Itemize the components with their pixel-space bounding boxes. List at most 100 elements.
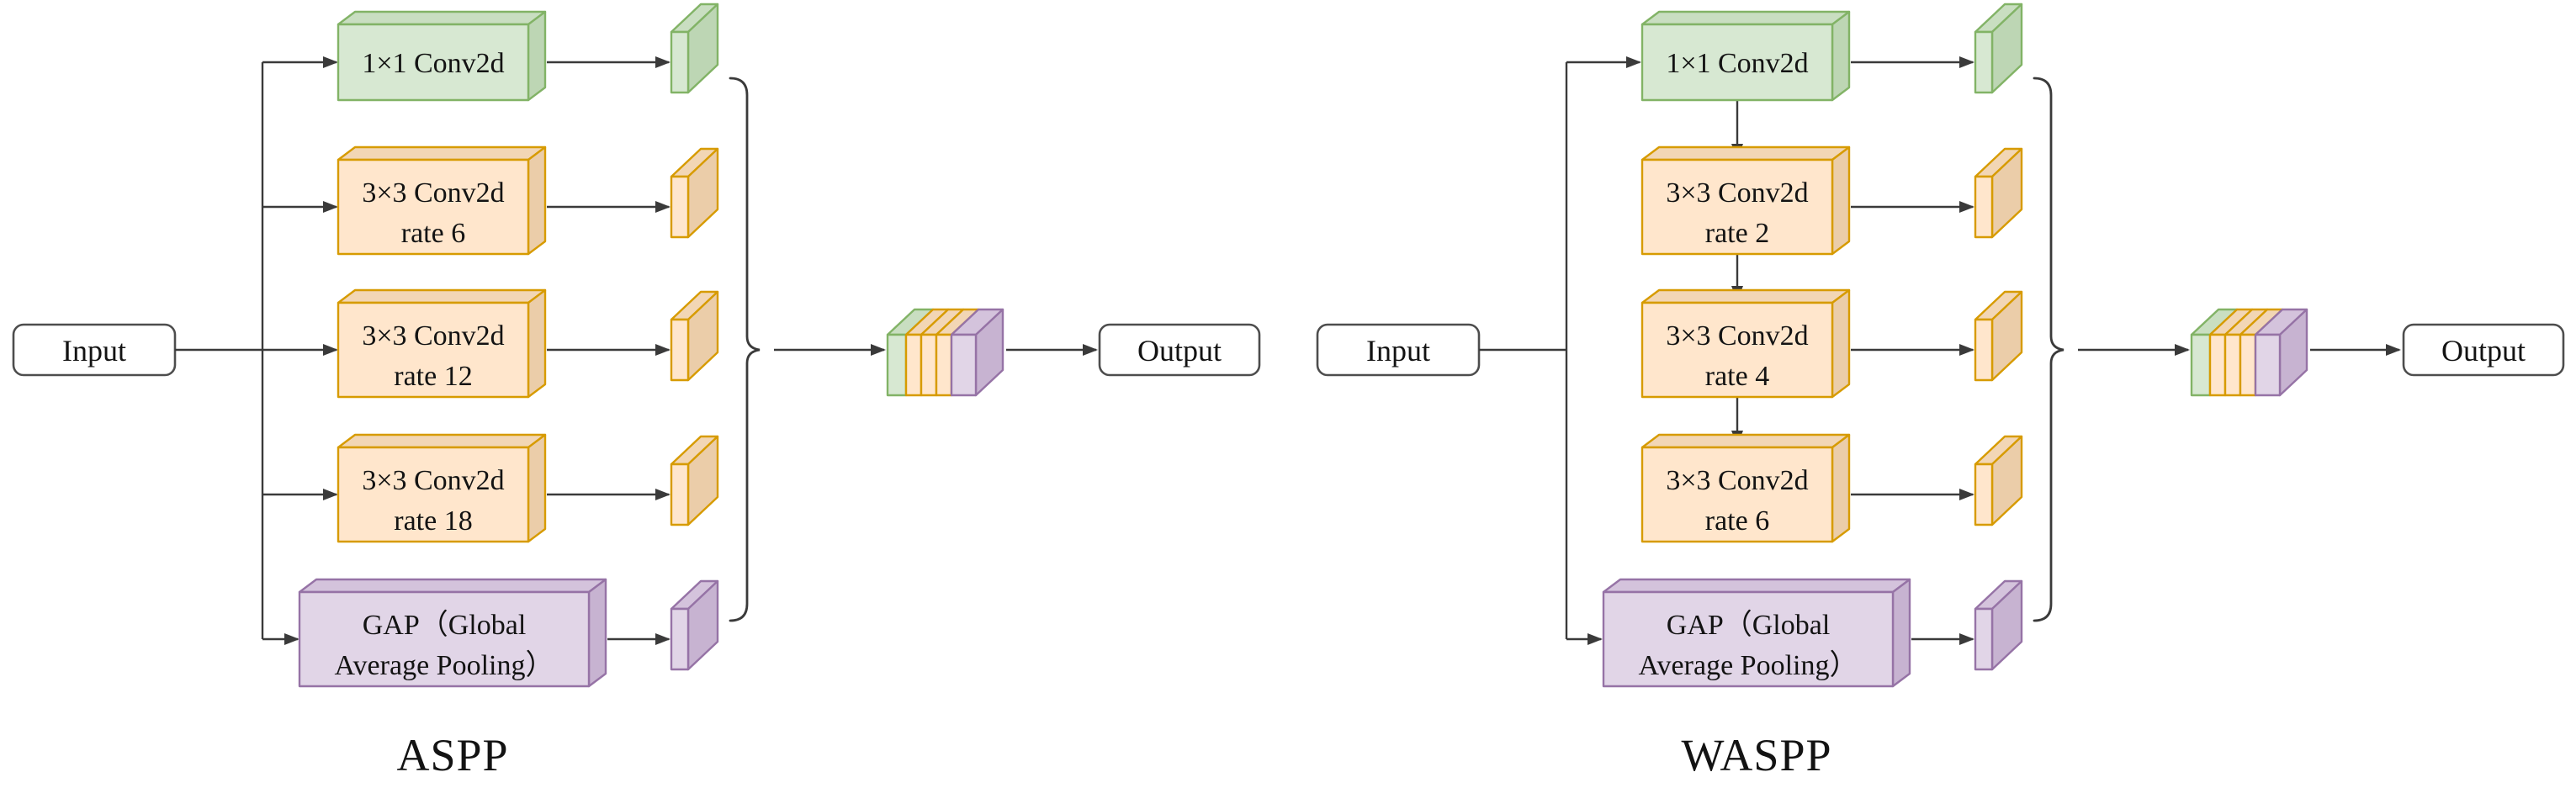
aspp-input-node: Input (12, 323, 177, 377)
concat-brace (729, 77, 761, 622)
box-top-face (337, 288, 547, 304)
conv1x1-label: 1×1 Conv2d (362, 48, 504, 79)
rate18-label-line2: rate 18 (394, 505, 472, 537)
waspp-input-node: Input (1316, 323, 1481, 377)
aspp-feature-slab-rate18 (670, 435, 719, 526)
rate2-label-line1: 3×3 Conv2d (1666, 177, 1808, 209)
aspp-feature-slab-green (670, 3, 719, 94)
box-top-face (1640, 145, 1851, 161)
box-side-face (1831, 145, 1851, 256)
box-front-face (337, 446, 530, 543)
box-side-face (587, 578, 607, 688)
input-label: Input (1366, 334, 1430, 368)
slab-front-face (670, 318, 690, 382)
rate12-label-line2: rate 12 (394, 361, 472, 392)
box-side-face (527, 10, 547, 102)
aspp-output-node: Output (1098, 323, 1261, 377)
waspp-concat-stack (2190, 308, 2308, 397)
box-side-face (527, 145, 547, 256)
slab-front-face (1974, 175, 1994, 239)
stack-front-purple (950, 333, 978, 397)
waspp-conv1x1-box: 1×1 Conv2d (1640, 10, 1851, 102)
box-front-face (1602, 590, 1895, 688)
rate2-label-line2: rate 2 (1705, 218, 1769, 249)
aspp-panel: Input 1×1 Conv2d 3×3 Conv2d rate 6 (12, 3, 1261, 780)
concat-brace (2033, 77, 2065, 622)
waspp-feature-slab-rate4 (1974, 290, 2023, 382)
slab-front-face (1974, 30, 1994, 94)
box-side-face (1831, 288, 1851, 399)
box-side-face (527, 288, 547, 399)
conv1x1-label: 1×1 Conv2d (1666, 48, 1808, 79)
output-box (2402, 323, 2565, 377)
box-top-face (337, 10, 547, 26)
rate6-label-line1: 3×3 Conv2d (1666, 465, 1808, 496)
stack-front-orange-3 (2239, 333, 2257, 397)
stack-front-orange-2 (2224, 333, 2242, 397)
output-label: Output (1137, 334, 1222, 368)
waspp-rate4-box: 3×3 Conv2d rate 4 (1640, 288, 1851, 399)
box-top-face (1640, 433, 1851, 449)
input-label: Input (62, 334, 126, 368)
box-side-face (1831, 433, 1851, 543)
gap-label-line2: Average Pooling） (335, 649, 554, 681)
waspp-panel: Input 1×1 Conv2d 3×3 Conv2d rate 2 (1316, 3, 2565, 780)
slab-front-face (1974, 607, 1994, 671)
stack-front-purple (2254, 333, 2282, 397)
rate6-label-line2: rate 6 (1705, 505, 1769, 537)
box-front-face (337, 301, 530, 399)
rate12-label-line1: 3×3 Conv2d (362, 320, 504, 352)
box-front-face (337, 158, 530, 256)
rate6-label-line1: 3×3 Conv2d (362, 177, 504, 209)
slab-front-face (670, 175, 690, 239)
waspp-rate2-box: 3×3 Conv2d rate 2 (1640, 145, 1851, 256)
rate18-label-line1: 3×3 Conv2d (362, 465, 504, 496)
waspp-feature-slab-rate6 (1974, 435, 2023, 526)
slab-front-face (670, 463, 690, 526)
box-top-face (337, 433, 547, 449)
rate4-label-line1: 3×3 Conv2d (1666, 320, 1808, 352)
box-side-face (1831, 10, 1851, 102)
aspp-feature-slab-rate6 (670, 147, 719, 239)
box-front-face (298, 590, 591, 688)
stack-front-orange-2 (920, 333, 938, 397)
box-front-face (1640, 23, 1834, 102)
aspp-concat-stack (886, 308, 1004, 397)
box-top-face (1640, 288, 1851, 304)
gap-label-line1: GAP（Global (1667, 609, 1831, 641)
slab-front-face (670, 30, 690, 94)
waspp-feature-slab-rate2 (1974, 147, 2023, 239)
waspp-gap-box: GAP（Global Average Pooling） (1602, 578, 1911, 688)
rate6-label-line2: rate 6 (401, 218, 465, 249)
slab-front-face (670, 607, 690, 671)
waspp-output-node: Output (2402, 323, 2565, 377)
aspp-rate6-box: 3×3 Conv2d rate 6 (337, 145, 547, 256)
aspp-panel-title: ASPP (396, 730, 508, 780)
aspp-feature-slab-gap (670, 579, 719, 671)
waspp-rate6-box: 3×3 Conv2d rate 6 (1640, 433, 1851, 543)
aspp-gap-box: GAP（Global Average Pooling） (298, 578, 607, 688)
box-top-face (337, 145, 547, 161)
box-top-face (298, 578, 607, 594)
rate4-label-line2: rate 4 (1705, 361, 1769, 392)
box-top-face (1640, 10, 1851, 26)
stack-front-orange-1 (2208, 333, 2227, 397)
aspp-feature-slab-rate12 (670, 290, 719, 382)
gap-label-line2: Average Pooling） (1639, 649, 1858, 681)
output-label: Output (2441, 334, 2526, 368)
box-front-face (337, 23, 530, 102)
aspp-conv1x1-box: 1×1 Conv2d (337, 10, 547, 102)
aspp-rate12-box: 3×3 Conv2d rate 12 (337, 288, 547, 399)
gap-label-line1: GAP（Global (363, 609, 527, 641)
stack-front-orange-3 (935, 333, 953, 397)
box-front-face (1640, 446, 1834, 543)
box-side-face (527, 433, 547, 543)
box-side-face (1891, 578, 1911, 688)
slab-front-face (1974, 463, 1994, 526)
waspp-panel-title: WASPP (1681, 730, 1831, 780)
aspp-rate18-box: 3×3 Conv2d rate 18 (337, 433, 547, 543)
slab-front-face (1974, 318, 1994, 382)
stack-front-green (2190, 333, 2212, 397)
